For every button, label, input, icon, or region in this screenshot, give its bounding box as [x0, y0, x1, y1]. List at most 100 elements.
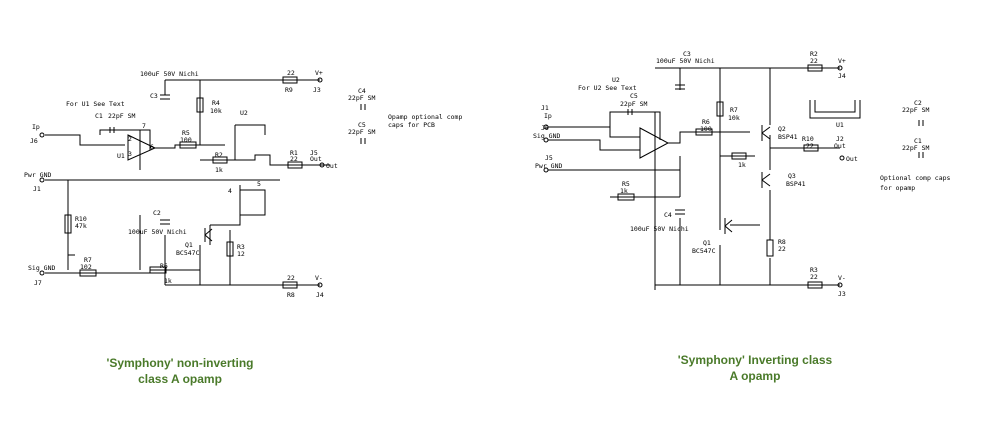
right-c1-symbol: [918, 152, 924, 158]
left-r6-symbol: [149, 266, 167, 274]
right-wire-r5: [610, 156, 681, 198]
left-c2-symbol: [160, 219, 170, 225]
left-j6-label: J6: [30, 137, 38, 145]
right-j5-connector: [543, 167, 549, 173]
left-j4-label: J4: [316, 291, 324, 299]
right-r5-label: R5: [622, 180, 630, 188]
left-r1-symbol: [287, 161, 303, 169]
right-sig-gnd-label: Sig GND: [533, 132, 560, 140]
right-pwr-gnd-label: Pwr GND: [535, 162, 562, 170]
left-c5-value: 22pF SM: [348, 128, 375, 136]
left-c1-symbol: [109, 127, 115, 133]
left-j7-connector: [39, 270, 45, 276]
right-r10-label: R10: [802, 135, 814, 143]
left-vminus-label: V-: [315, 274, 323, 282]
right-c5-value: 22pF SM: [620, 100, 647, 108]
right-j3-connector: [837, 282, 843, 288]
left-j1-label: J1: [33, 185, 41, 193]
right-c2-symbol: [918, 120, 924, 126]
left-wire-r10: [67, 180, 75, 270]
right-q3-label: Q3: [788, 172, 796, 180]
left-wire-q1: [209, 185, 241, 245]
left-r5-symbol: [179, 141, 197, 149]
right-u2-label: U2: [612, 76, 620, 84]
left-r3-value: 12: [237, 250, 245, 258]
left-c4-value: 22pF SM: [348, 94, 375, 102]
left-pin-7: 7: [142, 122, 146, 130]
right-q3-value: BSP41: [786, 180, 806, 188]
left-r8-value: 22: [287, 274, 295, 282]
left-c2-value: 100uF 50V Nichi: [128, 228, 187, 236]
right-j6-label: J6: [541, 124, 549, 132]
right-caption-line2: A opamp: [729, 369, 781, 383]
right-r7-value: 10k: [728, 114, 740, 122]
right-j5-label: J5: [545, 154, 553, 162]
left-note-line2: caps for PCB: [388, 121, 435, 129]
left-schematic: C3 100uF 50V Nichi For U1 See Text C1 22…: [24, 69, 462, 299]
right-wire-q: [730, 135, 771, 240]
left-j3-connector: [317, 77, 323, 83]
left-r7-label: R7: [84, 256, 92, 264]
left-note-line1: Opamp optional comp: [388, 113, 462, 121]
right-wire-vplus-rail: [655, 67, 840, 125]
left-c5-label: C5: [358, 121, 366, 129]
right-wire-vminus-rail: [655, 218, 840, 286]
left-r1-value: 22: [290, 155, 298, 163]
left-vplus-label: V+: [315, 69, 323, 77]
left-c3-symbol: [160, 94, 170, 100]
left-r10-symbol: [64, 214, 72, 234]
left-r7-symbol: [79, 269, 97, 277]
right-r7-label: R7: [730, 106, 738, 114]
right-ip-label: Ip: [544, 112, 552, 120]
left-pwr-gnd-label: Pwr GND: [24, 171, 51, 179]
left-wire-opamp-out: [155, 144, 225, 149]
left-r8-label: R8: [287, 291, 295, 299]
right-q2-value: BSP41: [778, 133, 798, 141]
left-sig-gnd-label: Sig GND: [28, 264, 55, 272]
right-c4-symbol: [675, 209, 685, 215]
left-c4-label: C4: [358, 87, 366, 95]
left-r5-label: R5: [182, 129, 190, 137]
left-pin-3: 3: [128, 150, 132, 158]
left-r4-label: R4: [212, 99, 220, 107]
right-c3-symbol: [675, 84, 685, 90]
right-q3-symbol: [761, 172, 771, 188]
right-r2-label: R2: [810, 50, 818, 58]
right-r1-symbol: [731, 152, 747, 160]
right-c3-value: 100uF 50V Nichi: [656, 57, 715, 65]
left-for-u1-label: For U1 See Text: [66, 100, 125, 108]
right-q1-symbol: [724, 218, 733, 234]
left-r10-value: 47k: [75, 222, 87, 230]
right-wire-feedback: [609, 111, 661, 290]
right-u1-outline: [809, 100, 861, 119]
right-c5-label: C5: [630, 92, 638, 100]
right-c4-value: 100uF 50V Nichi: [630, 225, 689, 233]
left-r4-value: 10k: [210, 107, 222, 115]
right-wire-sig-gnd: [548, 139, 640, 151]
left-j6-connector: [39, 132, 45, 138]
left-c1-value: 22pF SM: [108, 112, 135, 120]
left-r3-symbol: [226, 241, 234, 257]
right-r3-symbol: [807, 281, 823, 289]
left-ip-label: Ip: [32, 123, 40, 131]
left-r9-symbol: [282, 76, 298, 84]
right-j3-label: J3: [838, 290, 846, 298]
right-out-label: Out: [834, 142, 846, 150]
right-r2-symbol: [807, 64, 823, 72]
right-u1-label: U1: [836, 121, 844, 129]
left-r9-value: 22: [287, 69, 295, 77]
left-j5-connector: [319, 162, 325, 168]
left-wire-vminus-rail: [164, 235, 320, 286]
left-c3-value: 100uF 50V Nichi: [140, 70, 199, 78]
left-r10-label: R10: [75, 215, 87, 223]
left-wire-feedback: [99, 129, 151, 150]
left-r4-symbol: [196, 97, 204, 113]
right-out-label-2: Out: [846, 155, 858, 163]
right-c1-value: 22pF SM: [902, 144, 929, 152]
left-r1-label: R1: [290, 149, 298, 157]
right-r1-value: 1k: [738, 161, 746, 169]
right-vminus-label: V-: [838, 274, 846, 282]
right-wire-opamp-out: [668, 131, 750, 144]
left-r6-value: 1k: [164, 277, 172, 285]
